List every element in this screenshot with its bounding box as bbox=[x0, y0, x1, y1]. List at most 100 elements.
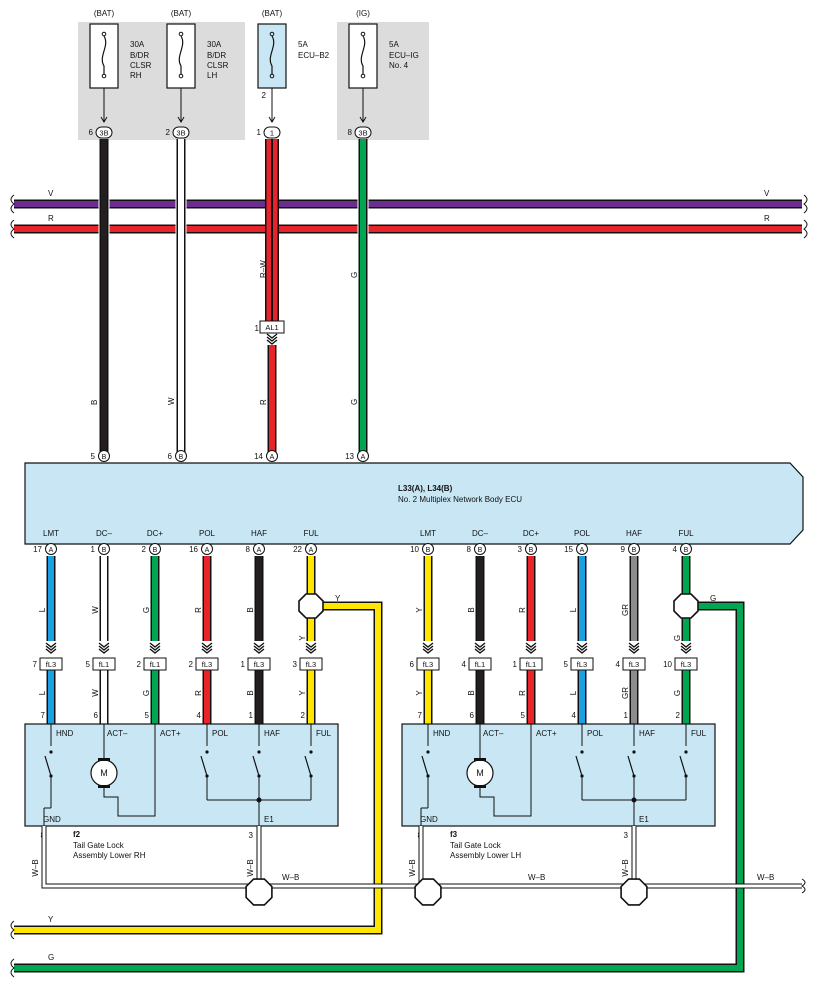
wire-core bbox=[308, 669, 314, 724]
ecu-bottom-terminal: DC+ bbox=[523, 529, 540, 538]
wire-core bbox=[360, 196, 366, 237]
wire-green-g bbox=[358, 196, 368, 237]
wire-l bbox=[46, 669, 56, 724]
wire-color-label: L bbox=[569, 607, 578, 612]
wire-break-left bbox=[10, 920, 15, 940]
pin-conn-label: B bbox=[632, 547, 637, 554]
chevron bbox=[201, 642, 213, 648]
fuse-sub-pin: 2 bbox=[262, 91, 267, 100]
assy-pin-number: 4 bbox=[197, 711, 202, 720]
wire-color-label: R bbox=[259, 399, 268, 405]
bus-label: V bbox=[764, 189, 770, 198]
inline-connector bbox=[143, 657, 167, 671]
connector-label: fL3 bbox=[681, 660, 691, 669]
assembly-e1-pin: 3 bbox=[624, 831, 629, 840]
ecu-bottom-pin bbox=[680, 543, 692, 555]
fuse-supply-label: (BAT) bbox=[171, 9, 192, 18]
bus-violet bbox=[14, 199, 802, 209]
wire-color-label: G bbox=[673, 635, 682, 641]
switch-icon bbox=[575, 750, 584, 778]
fuse-name: RH bbox=[130, 71, 142, 80]
chevron bbox=[576, 642, 588, 648]
wire-gr bbox=[629, 556, 639, 641]
inline-pin-number: 1 bbox=[241, 660, 246, 669]
fuse-connector bbox=[354, 126, 372, 139]
motor-brush bbox=[98, 785, 110, 788]
wire-core bbox=[631, 556, 637, 641]
fuse-connector-label: 1 bbox=[270, 129, 274, 138]
wire-core bbox=[528, 669, 534, 724]
inline-chevrons bbox=[525, 642, 537, 654]
fuse-terminal bbox=[360, 73, 366, 79]
fuse-name: CLSR bbox=[207, 61, 229, 70]
assembly-code: f3 bbox=[450, 830, 458, 839]
pin-conn-label: B bbox=[478, 547, 483, 554]
assembly-terminal: FUL bbox=[691, 729, 707, 738]
fuse-name: B/DR bbox=[130, 51, 149, 60]
fuse-element bbox=[101, 35, 107, 74]
ecu-bottom-terminal: FUL bbox=[303, 529, 319, 538]
chevron bbox=[266, 336, 278, 342]
wire-color-label: W bbox=[91, 689, 100, 697]
ecu-top-pin-number: 13 bbox=[345, 452, 354, 461]
ecu-top-pin-number: 14 bbox=[254, 452, 263, 461]
ecu-bottom-terminal: DC+ bbox=[147, 529, 164, 538]
ecu-bottom-terminal: LMT bbox=[420, 529, 436, 538]
switch-blade bbox=[44, 755, 52, 777]
bus-label: G bbox=[48, 953, 54, 962]
wire-core bbox=[579, 669, 585, 724]
wire-r bbox=[202, 556, 212, 641]
inline-pin-number: 7 bbox=[33, 660, 38, 669]
chevron bbox=[422, 642, 434, 648]
wire-color-label: L bbox=[38, 607, 47, 612]
ecu-bottom-terminal: POL bbox=[574, 529, 591, 538]
wire-break-right bbox=[803, 194, 808, 214]
inline-connector bbox=[247, 657, 271, 671]
switch-icon bbox=[304, 750, 313, 778]
wire-color-label: R–W bbox=[259, 260, 268, 278]
wire-gr bbox=[629, 669, 639, 724]
motor-label: M bbox=[100, 768, 108, 778]
assy-pin-number: 6 bbox=[470, 711, 475, 720]
wire-core bbox=[269, 345, 275, 453]
fuse-element bbox=[178, 35, 184, 74]
wire-core bbox=[204, 669, 210, 724]
wire-color-label: W bbox=[167, 397, 176, 405]
assembly-gnd-label: GND bbox=[43, 815, 61, 824]
chevron bbox=[474, 642, 486, 648]
ecu-bottom-terminal: DC– bbox=[96, 529, 113, 538]
chevron bbox=[266, 339, 278, 345]
ground-wire-wb bbox=[42, 826, 802, 888]
wire-core bbox=[425, 556, 431, 641]
switch-icon bbox=[679, 750, 688, 778]
ecu-top-pin-number: 6 bbox=[168, 452, 173, 461]
connector-label: fL3 bbox=[46, 660, 56, 669]
ground-wire-label: W–B bbox=[31, 859, 40, 876]
assy-pin-number: 1 bbox=[249, 711, 254, 720]
pin-conn-label: B bbox=[102, 454, 107, 461]
chevron bbox=[305, 648, 317, 654]
inline-chevrons bbox=[305, 642, 317, 654]
splice-ground bbox=[620, 878, 648, 906]
inline-chevrons bbox=[422, 642, 434, 654]
inline-connector bbox=[195, 657, 219, 671]
inline-chevrons bbox=[201, 642, 213, 654]
ecu-bottom-pin bbox=[45, 543, 57, 555]
ecu-top-pin bbox=[266, 450, 278, 462]
fuse-terminal bbox=[269, 73, 275, 79]
ecu-bottom-pin bbox=[201, 543, 213, 555]
inline-connector bbox=[39, 657, 63, 671]
pin-conn-label: A bbox=[257, 547, 262, 554]
wire-color-label: G bbox=[673, 690, 682, 696]
assembly-terminal: HND bbox=[433, 729, 451, 738]
pin-conn-label: B bbox=[153, 547, 158, 554]
ecu-bottom-pin bbox=[305, 543, 317, 555]
switch-contact bbox=[309, 750, 313, 754]
assembly-terminal: ACT+ bbox=[536, 729, 557, 738]
wire-core bbox=[178, 139, 184, 453]
switch-contact bbox=[257, 750, 261, 754]
ecu-bottom-pin bbox=[474, 543, 486, 555]
fuse-name: ECU–IG bbox=[389, 51, 419, 60]
wire-b bbox=[254, 669, 264, 724]
